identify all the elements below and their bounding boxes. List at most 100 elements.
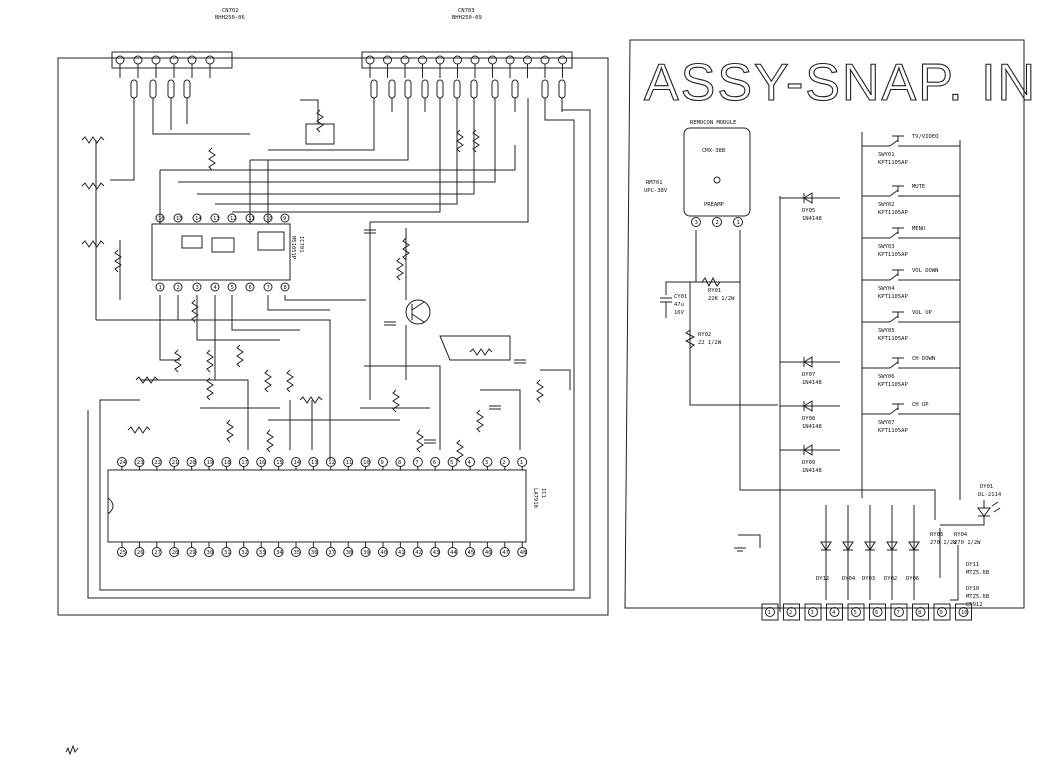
ic701-pin-number: 7 — [267, 285, 270, 291]
connector-pin-number: 7 — [897, 610, 900, 616]
ic-main-top-pin-number: 16 — [259, 460, 266, 466]
diode-ref: DY07 — [802, 372, 815, 378]
connector-pin — [418, 55, 427, 65]
connector-pin — [470, 55, 480, 65]
ic-main-bottom-pin-number: 45 — [468, 550, 475, 556]
dy10-ref: DY10 — [966, 586, 979, 592]
ic-main-bottom-pin-number: 34 — [276, 550, 283, 556]
array-diode-ref: DY12 — [816, 576, 829, 582]
ic-main-bottom-pin-number: 46 — [485, 550, 492, 556]
ic701-pin — [155, 282, 165, 292]
left-board: CN702 BHH250-06 CN703 BHH250-09 M51051P … — [57, 8, 609, 616]
ic-main-bottom-pin-number: 27 — [154, 550, 161, 556]
array-diode-ref: DY02 — [884, 576, 897, 582]
capacitor — [424, 439, 436, 444]
switch-part: KPT1105AP — [878, 382, 908, 388]
dy10-part: MTZ5.6B — [966, 594, 990, 600]
switch-ref: SWY02 — [878, 202, 895, 208]
connector-pin — [558, 55, 567, 65]
switch-contact — [862, 139, 960, 147]
switch-ref: SWY04 — [878, 286, 895, 292]
ic-main-top-pin-number: 20 — [189, 460, 196, 466]
connector-pin — [829, 607, 840, 617]
ic701-pin — [192, 282, 202, 292]
rm701-ref: RM701 — [646, 180, 663, 186]
module-label: PREAMP — [704, 202, 725, 208]
connector-series-resistors — [130, 79, 566, 112]
switch-function: MUTE — [912, 184, 925, 190]
dy01-led — [977, 500, 991, 517]
ic-main-top-pin-number: 13 — [311, 460, 318, 466]
dy01-ref: DY01 — [980, 484, 993, 490]
connector-pin-number: 5 — [854, 610, 857, 616]
switch-function: CH UP — [912, 402, 929, 408]
resistor — [81, 136, 105, 144]
ic701-pin — [173, 213, 183, 223]
connector-pin — [133, 55, 143, 65]
resistor — [264, 369, 272, 393]
resistor — [286, 369, 294, 393]
ic701-pin-number: 8 — [284, 285, 287, 291]
connector-pin — [383, 55, 392, 65]
cn702-ref: CN702 — [222, 8, 239, 14]
dy11-ref: DY11 — [966, 562, 979, 568]
ic701-pin — [192, 213, 202, 223]
ic-main-top-pin-number: 4 — [468, 460, 472, 466]
ic-main-top-pin-number: 18 — [224, 460, 231, 466]
connector-pin — [540, 55, 550, 65]
ic-main-bottom-pin-number: 40 — [381, 550, 388, 556]
ic701-part: M51051P — [290, 236, 296, 260]
diode-ref: DY05 — [802, 208, 815, 214]
ic-main-bottom-pin-number: 43 — [433, 550, 440, 556]
ic-main-bottom-pin-number: 29 — [189, 550, 196, 556]
ry02-value: 22 1/2W — [698, 340, 722, 346]
ry03-value: 270 1/2W — [930, 540, 957, 546]
switch-ref: SWY03 — [878, 244, 895, 250]
module-name: REMOCON MODULE — [690, 120, 736, 126]
ic-main-top-pin-number: 1 — [520, 460, 523, 466]
ic-main-bottom-pin-number: 33 — [259, 550, 266, 556]
series-resistor — [470, 79, 478, 99]
resistor — [476, 409, 484, 433]
switch-part: KPT1105AP — [878, 336, 908, 342]
connector-pin-box — [933, 603, 951, 621]
array-diode — [820, 505, 832, 600]
cn703-body — [361, 51, 573, 69]
left-wiring — [87, 98, 591, 599]
ry04-ref: RY04 — [954, 532, 968, 538]
right-board-title: ASSY-SNAP. IN — [644, 54, 1037, 112]
ic701-pin — [280, 213, 290, 223]
ic701-block-2 — [211, 237, 235, 253]
array-diode-ref: DY03 — [862, 576, 875, 582]
resistor — [81, 240, 105, 248]
ic-main-bottom-pin-number: 36 — [311, 550, 318, 556]
connector-pin — [523, 55, 532, 65]
ic-main-bottom-pin-number: 47 — [502, 550, 509, 556]
ry01-resistor-symbol — [701, 276, 721, 288]
series-resistor — [541, 79, 549, 99]
ic-main-top-pin-number: 6 — [433, 460, 436, 466]
connector-pin — [786, 607, 797, 617]
ic701-pin — [227, 213, 237, 223]
resistor — [316, 109, 324, 133]
ic-main-body — [107, 469, 527, 543]
switch-part: KPT1105AP — [878, 428, 908, 434]
ry01-label: RY01 — [708, 288, 721, 294]
switch-actuator — [892, 357, 904, 364]
resistor — [396, 257, 404, 281]
ic701-pin-number: 6 — [249, 285, 252, 291]
resistor — [392, 389, 400, 413]
cn702-part: BHH250-06 — [215, 15, 245, 21]
connector-pin-number: 4 — [832, 610, 836, 616]
ic701-block-3 — [257, 231, 285, 251]
resistor — [456, 439, 464, 463]
cy01-voltage: 16V — [674, 310, 685, 316]
connector-pin-box — [890, 603, 908, 621]
resistor — [208, 147, 216, 171]
diode-ref: DY09 — [802, 460, 815, 466]
connector-pin-box — [955, 603, 972, 621]
resistor — [266, 429, 274, 453]
